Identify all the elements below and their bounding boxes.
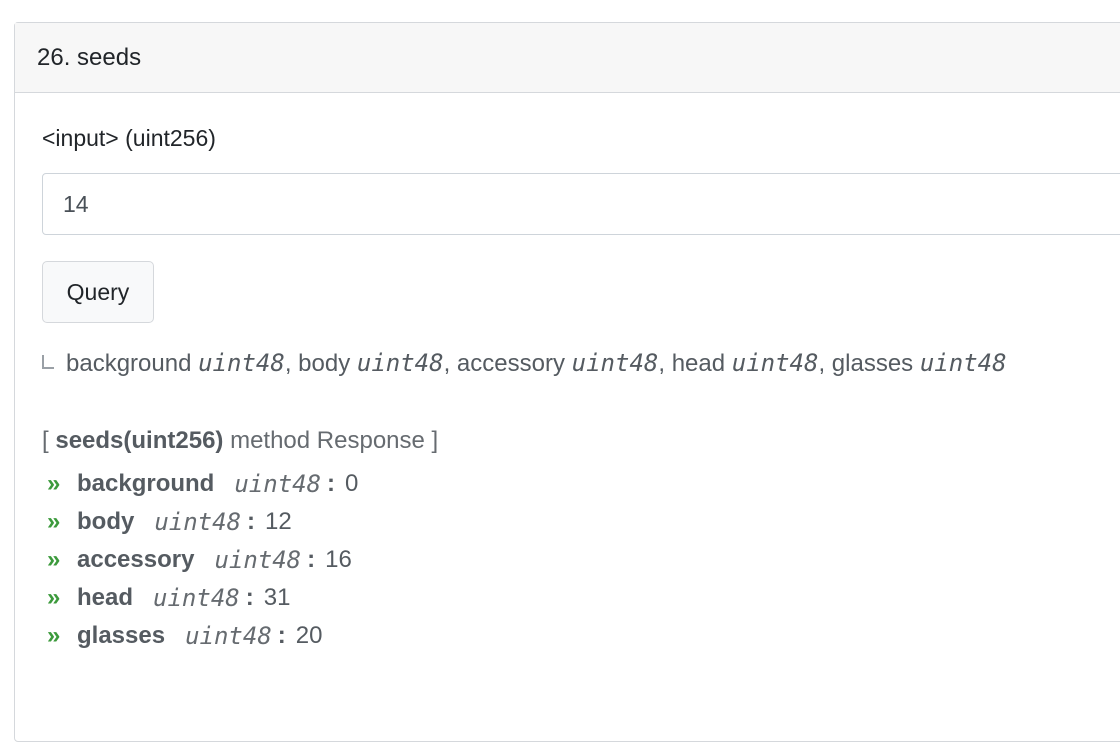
field-name: accessory bbox=[77, 546, 195, 573]
sig-type: uint48 bbox=[356, 349, 444, 377]
response-row: » accessory uint48 : 16 bbox=[47, 541, 358, 579]
sig-name: accessory bbox=[456, 350, 565, 377]
sig-type: uint48 bbox=[731, 349, 819, 377]
query-button[interactable]: Query bbox=[42, 261, 154, 323]
response-suffix: method Response ] bbox=[223, 427, 439, 454]
sig-name: head bbox=[671, 350, 726, 377]
response-row: » body uint48 : 12 bbox=[47, 503, 358, 541]
field-colon: : bbox=[245, 584, 254, 611]
double-chevron-icon: » bbox=[47, 470, 60, 497]
method-card: 26. seeds <input> (uint256) Query backgr… bbox=[14, 22, 1120, 742]
card-header[interactable]: 26. seeds bbox=[15, 23, 1120, 93]
sig-name: glasses bbox=[831, 350, 914, 377]
field-name: body bbox=[77, 508, 135, 535]
field-value: 0 bbox=[345, 470, 359, 497]
sig-sep: , bbox=[658, 350, 666, 377]
sig-name: body bbox=[298, 350, 351, 377]
double-chevron-icon: » bbox=[47, 546, 60, 573]
field-colon: : bbox=[327, 470, 336, 497]
sig-sep: , bbox=[818, 350, 826, 377]
response-heading: [ seeds(uint256) method Response ] bbox=[42, 427, 438, 455]
field-name: glasses bbox=[77, 622, 166, 649]
response-method: seeds(uint256) bbox=[55, 427, 224, 454]
sig-sep: , bbox=[443, 350, 451, 377]
field-name: head bbox=[77, 584, 134, 611]
field-colon: : bbox=[307, 546, 316, 573]
method-title: 26. seeds bbox=[37, 43, 142, 71]
field-value: 20 bbox=[295, 622, 323, 649]
bracket-open: [ bbox=[42, 427, 56, 454]
response-row: » background uint48 : 0 bbox=[47, 465, 358, 503]
corner-arrow-icon bbox=[42, 355, 54, 369]
field-type: uint48 bbox=[185, 622, 272, 650]
double-chevron-icon: » bbox=[47, 584, 60, 611]
output-signature: background uint48, body uint48, accessor… bbox=[42, 349, 1007, 378]
field-value: 16 bbox=[325, 546, 352, 573]
field-type: uint48 bbox=[154, 508, 242, 536]
sig-type: uint48 bbox=[919, 349, 1007, 377]
response-list: » background uint48 : 0 » body uint48 : … bbox=[47, 465, 358, 655]
field-type: uint48 bbox=[234, 470, 322, 498]
field-value: 12 bbox=[265, 508, 292, 535]
sig-type: uint48 bbox=[198, 349, 285, 377]
field-colon: : bbox=[247, 508, 256, 535]
response-row: » glasses uint48 : 20 bbox=[47, 617, 358, 655]
field-colon: : bbox=[277, 622, 286, 649]
field-type: uint48 bbox=[214, 546, 302, 574]
response-row: » head uint48 : 31 bbox=[47, 579, 358, 617]
sig-sep: , bbox=[284, 350, 292, 377]
field-type: uint48 bbox=[153, 584, 240, 612]
double-chevron-icon: » bbox=[47, 508, 60, 535]
double-chevron-icon: » bbox=[47, 622, 60, 649]
uint256-input[interactable] bbox=[42, 173, 1120, 235]
field-value: 31 bbox=[263, 584, 291, 611]
field-name: background bbox=[77, 470, 215, 497]
input-label: <input> (uint256) bbox=[42, 125, 216, 151]
sig-type: uint48 bbox=[571, 349, 659, 377]
sig-name: background bbox=[66, 350, 192, 377]
